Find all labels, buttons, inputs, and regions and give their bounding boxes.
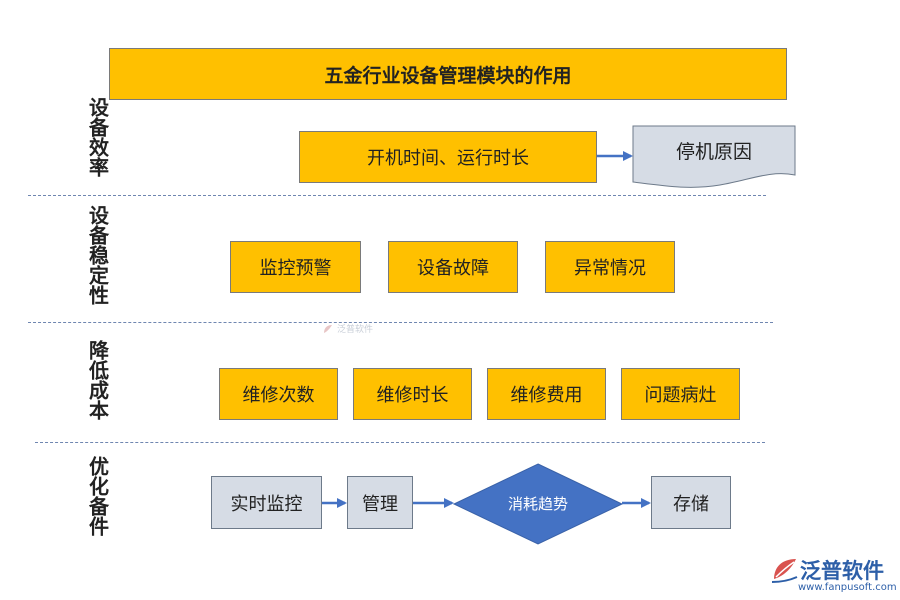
brand-url: www.fanpusoft.com: [798, 582, 897, 593]
runtime-box: 开机时间、运行时长: [299, 131, 597, 183]
brand-leaf-icon: [771, 559, 798, 583]
stability-item-anomaly: 异常情况: [545, 241, 675, 293]
section-divider: [28, 322, 773, 323]
section-label-text: 设备效率: [85, 97, 110, 177]
spares-storage-box: 存储: [651, 476, 731, 529]
section-label-efficiency: 设备效率: [82, 97, 112, 182]
section-divider: [35, 442, 765, 443]
section-label-cost: 降低成本: [82, 340, 112, 425]
section-label-spares: 优化备件: [82, 456, 112, 541]
section-label-stability: 设备稳定性: [82, 205, 112, 310]
stability-item-fault: 设备故障: [388, 241, 518, 293]
spares-realtime-box: 实时监控: [211, 476, 322, 529]
cost-item-root-cause: 问题病灶: [621, 368, 740, 420]
stability-item-monitoring: 监控预警: [230, 241, 361, 293]
diagram-title: 五金行业设备管理模块的作用: [109, 48, 787, 100]
brand-logo: 泛普软件 www.fanpusoft.com: [770, 555, 897, 597]
brand-name: 泛普软件: [800, 559, 884, 583]
spares-trend-label: 消耗趋势: [508, 495, 568, 513]
watermark-logo-icon: [324, 324, 332, 333]
spares-trend-diamond: [452, 463, 624, 545]
cost-item-repair-count: 维修次数: [219, 368, 338, 420]
downtime-reason-label: 停机原因: [676, 141, 752, 163]
section-label-text: 降低成本: [85, 340, 110, 420]
section-divider: [28, 195, 766, 196]
cost-item-repair-duration: 维修时长: [353, 368, 472, 420]
watermark-text: 泛普软件: [337, 325, 374, 335]
section-label-text: 设备稳定性: [85, 205, 110, 305]
watermark: 泛普软件: [322, 322, 373, 335]
downtime-reason-document: [632, 125, 796, 188]
section-label-text: 优化备件: [85, 456, 110, 536]
cost-item-repair-cost: 维修费用: [487, 368, 606, 420]
spares-manage-box: 管理: [347, 476, 413, 529]
